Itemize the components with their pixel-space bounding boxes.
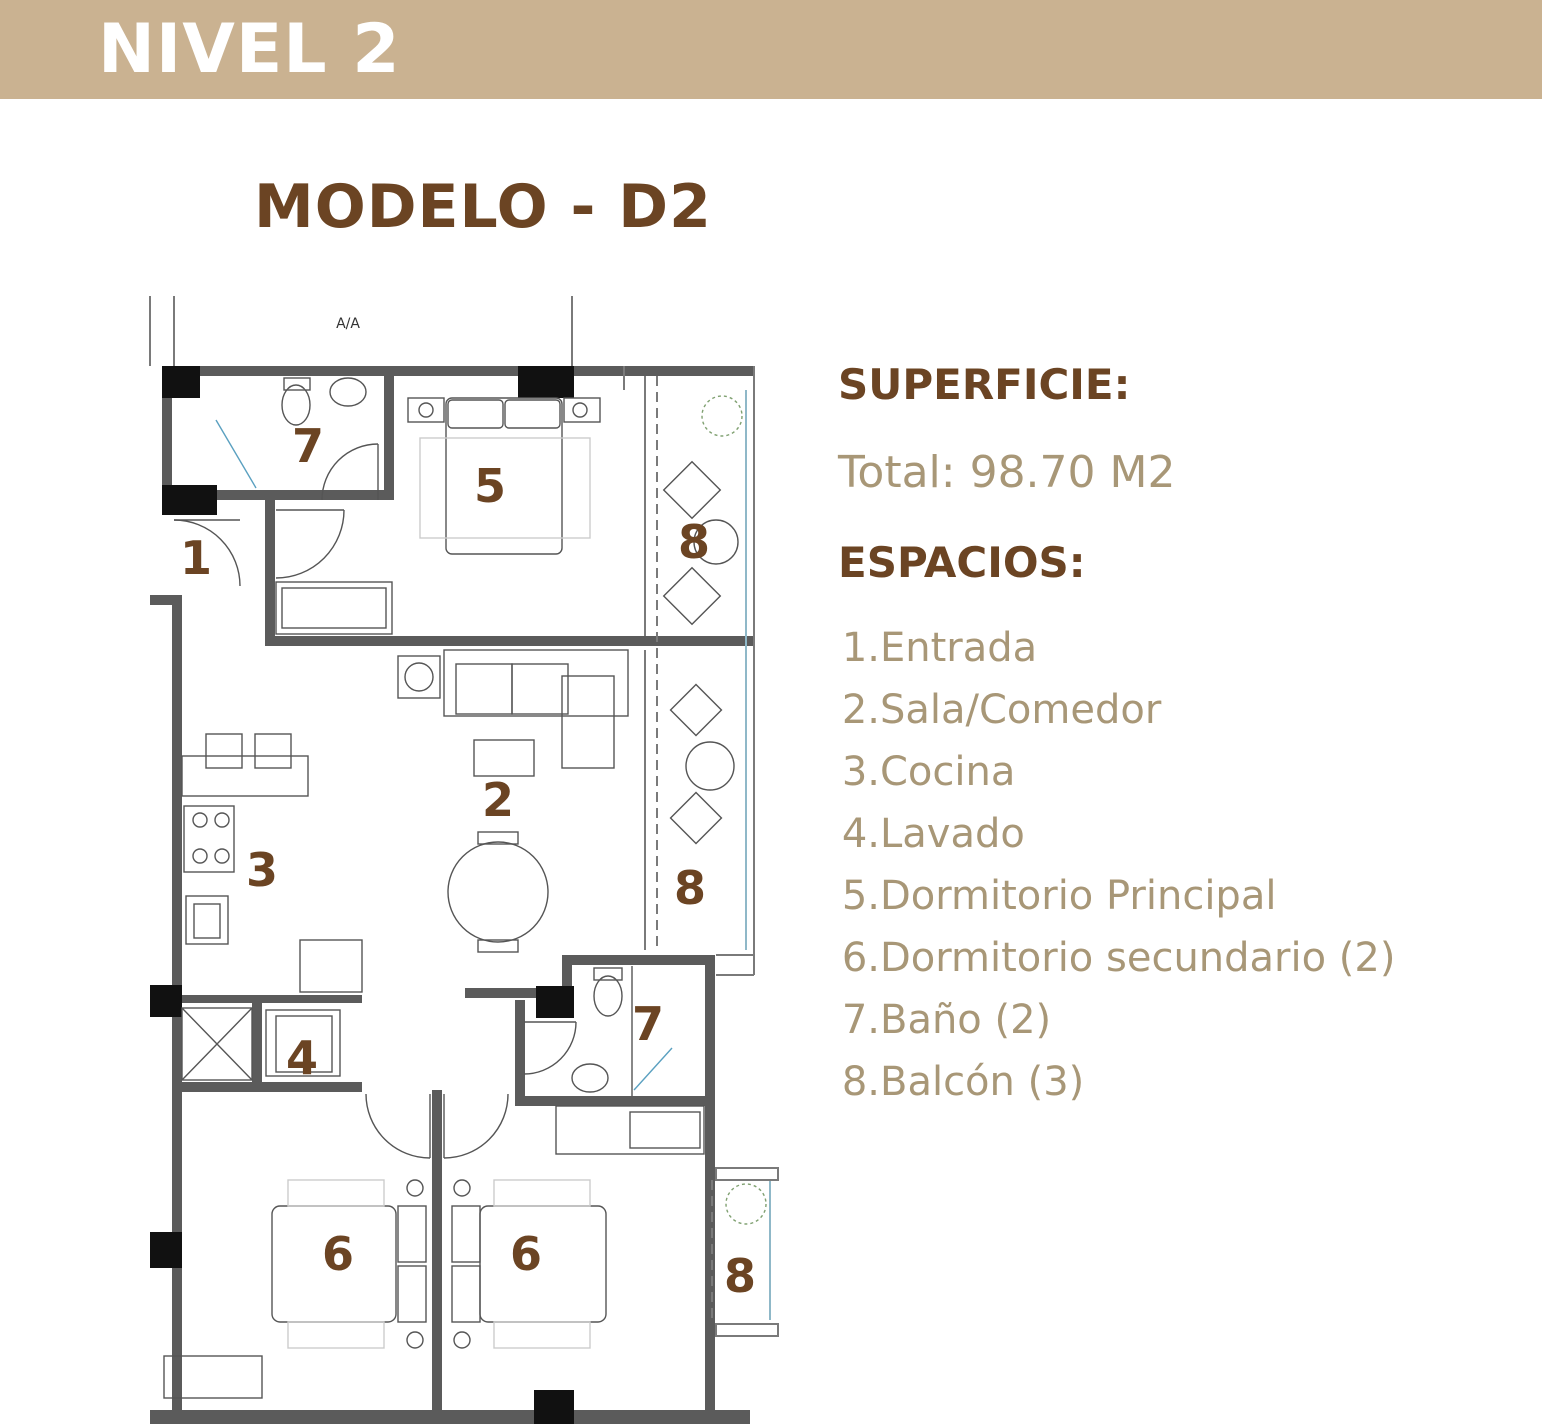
room-number: 6 — [510, 1227, 542, 1281]
header-bar: NIVEL 2 — [0, 0, 1542, 99]
balcony-rails — [149, 296, 779, 1337]
list-item: 6.Dormitorio secundario (2) — [841, 935, 1396, 981]
room-number: 4 — [286, 1031, 318, 1085]
room-numbers: 1 2 3 4 5 6 6 7 7 8 8 8 — [180, 419, 756, 1303]
room-number: 5 — [474, 459, 506, 513]
room-number: 8 — [724, 1249, 756, 1303]
list-item: 8.Balcón (3) — [841, 1059, 1085, 1105]
total-area: Total: 98.70 M2 — [838, 447, 1176, 498]
model-title: MODELO - D2 — [254, 172, 712, 242]
room-number: 6 — [322, 1227, 354, 1281]
list-item: 2.Sala/Comedor — [841, 687, 1162, 733]
ac-label: A/A — [336, 316, 360, 332]
columns — [150, 366, 574, 1424]
room-number: 1 — [180, 531, 212, 585]
room-number: 3 — [246, 843, 278, 897]
room-number: 8 — [674, 861, 706, 915]
room-number: 7 — [292, 419, 324, 473]
room-number: 8 — [678, 515, 710, 569]
list-item: 3.Cocina — [841, 749, 1016, 795]
floor-plan: A/A — [149, 296, 779, 1424]
superficie-heading: SUPERFICIE: — [838, 360, 1131, 409]
level-title: NIVEL 2 — [98, 10, 401, 89]
info-panel: SUPERFICIE: Total: 98.70 M2 ESPACIOS: 1.… — [838, 360, 1518, 1113]
room-number: 2 — [482, 773, 514, 827]
list-item: 1.Entrada — [841, 625, 1038, 671]
espacios-heading: ESPACIOS: — [838, 538, 1086, 587]
list-item: 5.Dormitorio Principal — [841, 873, 1277, 919]
furniture — [163, 377, 767, 1399]
list-item: 7.Baño (2) — [841, 997, 1052, 1043]
room-number: 7 — [632, 997, 664, 1051]
list-item: 4.Lavado — [841, 811, 1025, 857]
spaces-list: 1.Entrada 2.Sala/Comedor 3.Cocina 4.Lava… — [838, 617, 1518, 1113]
